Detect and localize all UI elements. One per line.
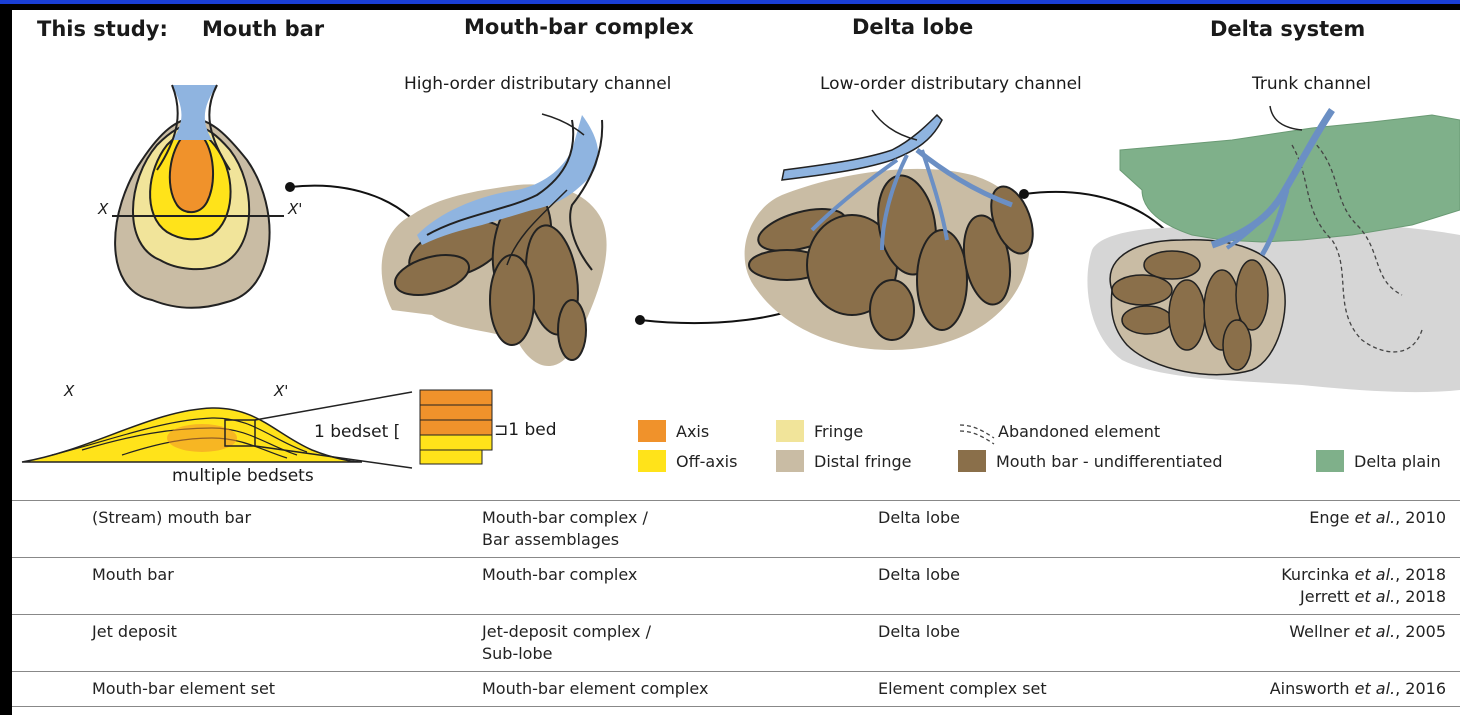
bedset-label: 1 bedset [	[314, 422, 400, 442]
low-order-channel-label: Low-order distributary channel	[820, 74, 1082, 94]
table-cell: Mouth-bar element set	[12, 672, 482, 707]
table-cell: Mouth-bar element complex	[482, 672, 878, 707]
legend-swatch	[958, 450, 986, 472]
high-order-channel-label: High-order distributary channel	[404, 74, 671, 94]
legend-swatch	[776, 450, 804, 472]
table-cell: Jet deposit	[12, 615, 482, 672]
header-mouth-bar: Mouth bar	[202, 17, 324, 41]
mouth-bar-complex	[382, 115, 607, 366]
cross-section	[22, 390, 492, 468]
table-row: Mouth bar Mouth-bar complex Delta lobe K…	[12, 558, 1460, 615]
delta-lobe	[745, 115, 1041, 350]
leader-line	[872, 110, 917, 140]
hierarchy-diagram	[12, 10, 1460, 500]
reference-cell: Ainsworth et al., 2016	[1208, 672, 1460, 707]
figure-panel: This study: Mouth bar Mouth-bar complex …	[12, 10, 1460, 715]
header-mouth-bar-complex: Mouth-bar complex	[464, 15, 694, 39]
table-row: (Stream) mouth bar Mouth-bar complex /Ba…	[12, 501, 1460, 558]
table-cell: Mouth bar	[12, 558, 482, 615]
section-x-label: X	[98, 200, 108, 218]
header-delta-system: Delta system	[1210, 17, 1365, 41]
table-cell: Jet-deposit complex /Sub-lobe	[482, 615, 878, 672]
dashed-lines-icon	[960, 425, 994, 444]
legend-swatch	[1316, 450, 1344, 472]
table-cell: Delta lobe	[878, 501, 1208, 558]
this-study-label: This study:	[37, 17, 168, 41]
reference-cell: Enge et al., 2010	[1208, 501, 1460, 558]
table-cell: Mouth-bar complex	[482, 558, 878, 615]
mouth-bar-plan	[112, 85, 284, 308]
trunk-channel-label: Trunk channel	[1252, 74, 1371, 94]
reference-cell: Wellner et al., 2005	[1208, 615, 1460, 672]
legend-delta-plain: Delta plain	[1316, 450, 1441, 472]
legend-axis: Axis	[638, 420, 709, 442]
legend-swatch	[776, 420, 804, 442]
top-border	[0, 0, 1460, 4]
table-row: Mouth-bar element set Mouth-bar element …	[12, 672, 1460, 707]
multiple-bedsets-label: multiple bedsets	[172, 466, 314, 486]
table-cell: Delta lobe	[878, 615, 1208, 672]
legend-mouth-bar-undifferentiated: Mouth bar - undifferentiated	[958, 450, 1222, 472]
table-cell: (Stream) mouth bar	[12, 501, 482, 558]
delta-system	[1087, 110, 1460, 392]
terminology-table: (Stream) mouth bar Mouth-bar complex /Ba…	[12, 500, 1460, 707]
cross-section-x-label: X	[64, 382, 74, 400]
legend-abandoned-element: Abandoned element	[998, 422, 1160, 441]
bed-label: ⊐1 bed	[494, 420, 557, 440]
legend-swatch	[638, 450, 666, 472]
leader-line	[1270, 106, 1302, 130]
table-cell: Mouth-bar complex /Bar assemblages	[482, 501, 878, 558]
cross-section-x-prime-label: X'	[274, 382, 288, 400]
table-cell: Delta lobe	[878, 558, 1208, 615]
legend-off-axis: Off-axis	[638, 450, 737, 472]
table-row: Jet deposit Jet-deposit complex /Sub-lob…	[12, 615, 1460, 672]
legend-swatch	[638, 420, 666, 442]
legend-fringe: Fringe	[776, 420, 863, 442]
section-x-prime-label: X'	[288, 200, 302, 218]
header-delta-lobe: Delta lobe	[852, 15, 973, 39]
table-cell: Element complex set	[878, 672, 1208, 707]
legend-distal-fringe: Distal fringe	[776, 450, 912, 472]
